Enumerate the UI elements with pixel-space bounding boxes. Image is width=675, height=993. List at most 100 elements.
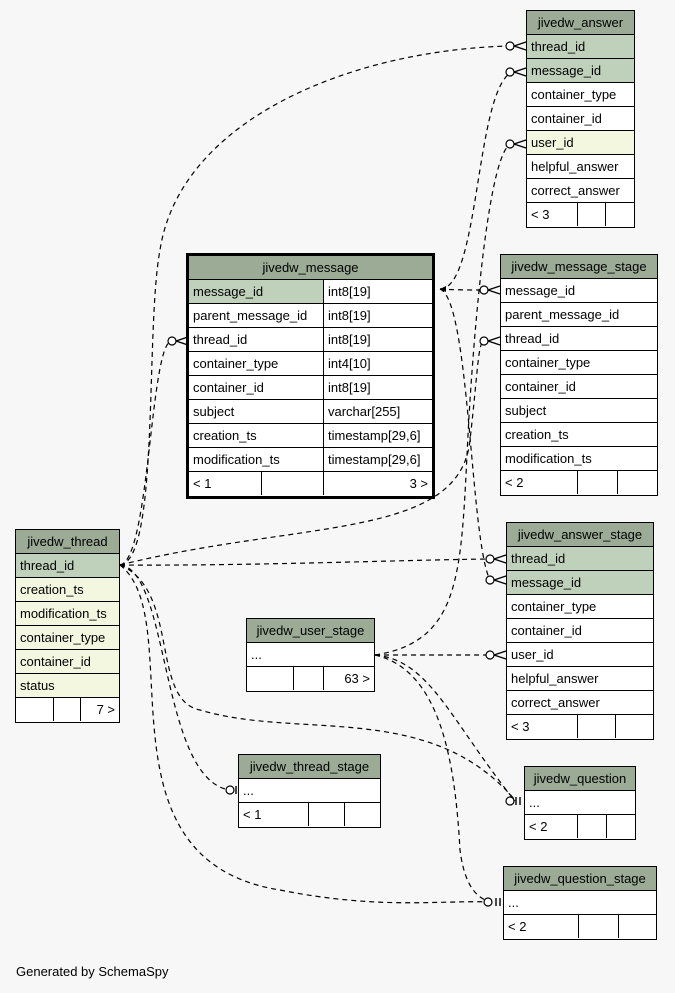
column-name: container_type: [193, 356, 279, 371]
edge-thread-question: [119, 564, 516, 801]
column-name: message_id: [531, 63, 602, 78]
edge-message-msgstage-message: [439, 288, 485, 291]
column-name: container_id: [20, 654, 91, 669]
column-row: modification_ts timestamp[29,6]: [189, 448, 432, 472]
column-row: container_id: [507, 619, 653, 643]
column-row: subject varchar[255]: [189, 400, 432, 424]
table-header[interactable]: jivedw_question_stage: [504, 867, 656, 891]
column-type: int8[19]: [323, 280, 432, 303]
parents-count[interactable]: < 2: [505, 475, 524, 490]
children-count[interactable]: 3 >: [323, 472, 432, 495]
column-name: container_id: [505, 379, 576, 394]
column-name: ...: [251, 647, 262, 662]
column-row: creation_ts timestamp[29,6]: [189, 424, 432, 448]
parents-count[interactable]: < 2: [508, 919, 527, 934]
parents-count[interactable]: < 1: [243, 807, 262, 822]
column-row: thread_id: [501, 327, 657, 351]
column-name: modification_ts: [193, 452, 280, 467]
column-row: modification_ts: [501, 447, 657, 471]
generated-by-text: Generated by SchemaSpy: [16, 964, 169, 979]
column-row: container_type: [16, 626, 119, 650]
column-row: ...: [504, 891, 656, 915]
column-name: user_id: [531, 135, 574, 150]
table-jivedw-thread[interactable]: jivedw_thread thread_id creation_ts modi…: [15, 529, 120, 723]
table-header[interactable]: jivedw_message: [189, 256, 432, 280]
column-row: correct_answer: [507, 691, 653, 715]
column-row: container_id: [501, 375, 657, 399]
edge-thread-answerstage-thread: [119, 558, 491, 566]
table-jivedw-question-stage[interactable]: jivedw_question_stage ... < 2: [503, 866, 657, 940]
column-row: thread_id: [527, 35, 634, 59]
column-row: subject: [501, 399, 657, 423]
edge-userstage-answer-user: [374, 143, 513, 656]
column-type: timestamp[29,6]: [323, 424, 432, 447]
column-name: creation_ts: [20, 582, 84, 597]
table-header[interactable]: jivedw_message_stage: [501, 255, 657, 279]
column-row: message_id: [507, 571, 653, 595]
column-row: helpful_answer: [507, 667, 653, 691]
column-name: message_id: [189, 280, 323, 303]
column-row: user_id: [527, 131, 634, 155]
table-jivedw-answer-stage[interactable]: jivedw_answer_stage thread_id message_id…: [506, 522, 654, 740]
column-type: int8[19]: [323, 304, 432, 327]
column-name: helpful_answer: [511, 671, 599, 686]
column-row: message_id: [527, 59, 634, 83]
column-row: container_id: [527, 107, 634, 131]
column-type: varchar[255]: [323, 400, 432, 423]
table-footer: 63 >: [247, 667, 374, 691]
table-header[interactable]: jivedw_answer: [527, 11, 634, 35]
column-row: creation_ts: [501, 423, 657, 447]
parents-count[interactable]: < 3: [511, 719, 530, 734]
column-name: creation_ts: [193, 428, 257, 443]
column-name: thread_id: [193, 332, 248, 347]
column-name: correct_answer: [511, 695, 600, 710]
table-header[interactable]: jivedw_answer_stage: [507, 523, 653, 547]
column-row: helpful_answer: [527, 155, 634, 179]
table-header[interactable]: jivedw_thread_stage: [239, 755, 380, 779]
parents-count[interactable]: < 2: [529, 819, 548, 834]
table-footer: < 1 3 >: [189, 472, 432, 496]
table-jivedw-question[interactable]: jivedw_question ... < 2: [524, 766, 636, 840]
column-name: thread_id: [511, 551, 566, 566]
edge-thread-threadstage: [119, 564, 231, 791]
children-count[interactable]: 63 >: [323, 667, 374, 690]
table-header[interactable]: jivedw_question: [525, 767, 635, 791]
column-row: container_type: [501, 351, 657, 375]
column-row: container_id: [16, 650, 119, 674]
table-jivedw-thread-stage[interactable]: jivedw_thread_stage ... < 1: [238, 754, 381, 828]
column-row: container_type: [527, 83, 634, 107]
column-row: parent_message_id: [501, 303, 657, 327]
column-type: int4[10]: [323, 352, 432, 375]
table-footer: 7 >: [16, 698, 119, 722]
column-name: modification_ts: [20, 606, 107, 621]
column-row: modification_ts: [16, 602, 119, 626]
column-name: helpful_answer: [531, 159, 619, 174]
column-name: parent_message_id: [505, 307, 620, 322]
table-jivedw-user-stage[interactable]: jivedw_user_stage ... 63 >: [246, 618, 375, 692]
table-jivedw-answer[interactable]: jivedw_answer thread_id message_id conta…: [526, 10, 635, 228]
table-header[interactable]: jivedw_user_stage: [247, 619, 374, 643]
table-footer: < 3: [507, 715, 653, 739]
parents-count[interactable]: < 1: [193, 476, 212, 491]
column-row: thread_id: [16, 554, 119, 578]
column-type: int8[19]: [323, 376, 432, 399]
table-header[interactable]: jivedw_thread: [16, 530, 119, 554]
children-count[interactable]: 7 >: [80, 698, 119, 721]
column-row: user_id: [507, 643, 653, 667]
table-jivedw-message-stage[interactable]: jivedw_message_stage message_id parent_m…: [500, 254, 658, 496]
column-name: container_id: [531, 111, 602, 126]
column-name: subject: [193, 404, 235, 419]
parents-count[interactable]: < 3: [531, 207, 550, 222]
column-name: thread_id: [531, 39, 586, 54]
column-name: thread_id: [20, 558, 75, 573]
column-row: thread_id: [507, 547, 653, 571]
column-row: ...: [247, 643, 374, 667]
edge-userstage-question: [374, 654, 516, 802]
column-type: timestamp[29,6]: [323, 448, 432, 471]
